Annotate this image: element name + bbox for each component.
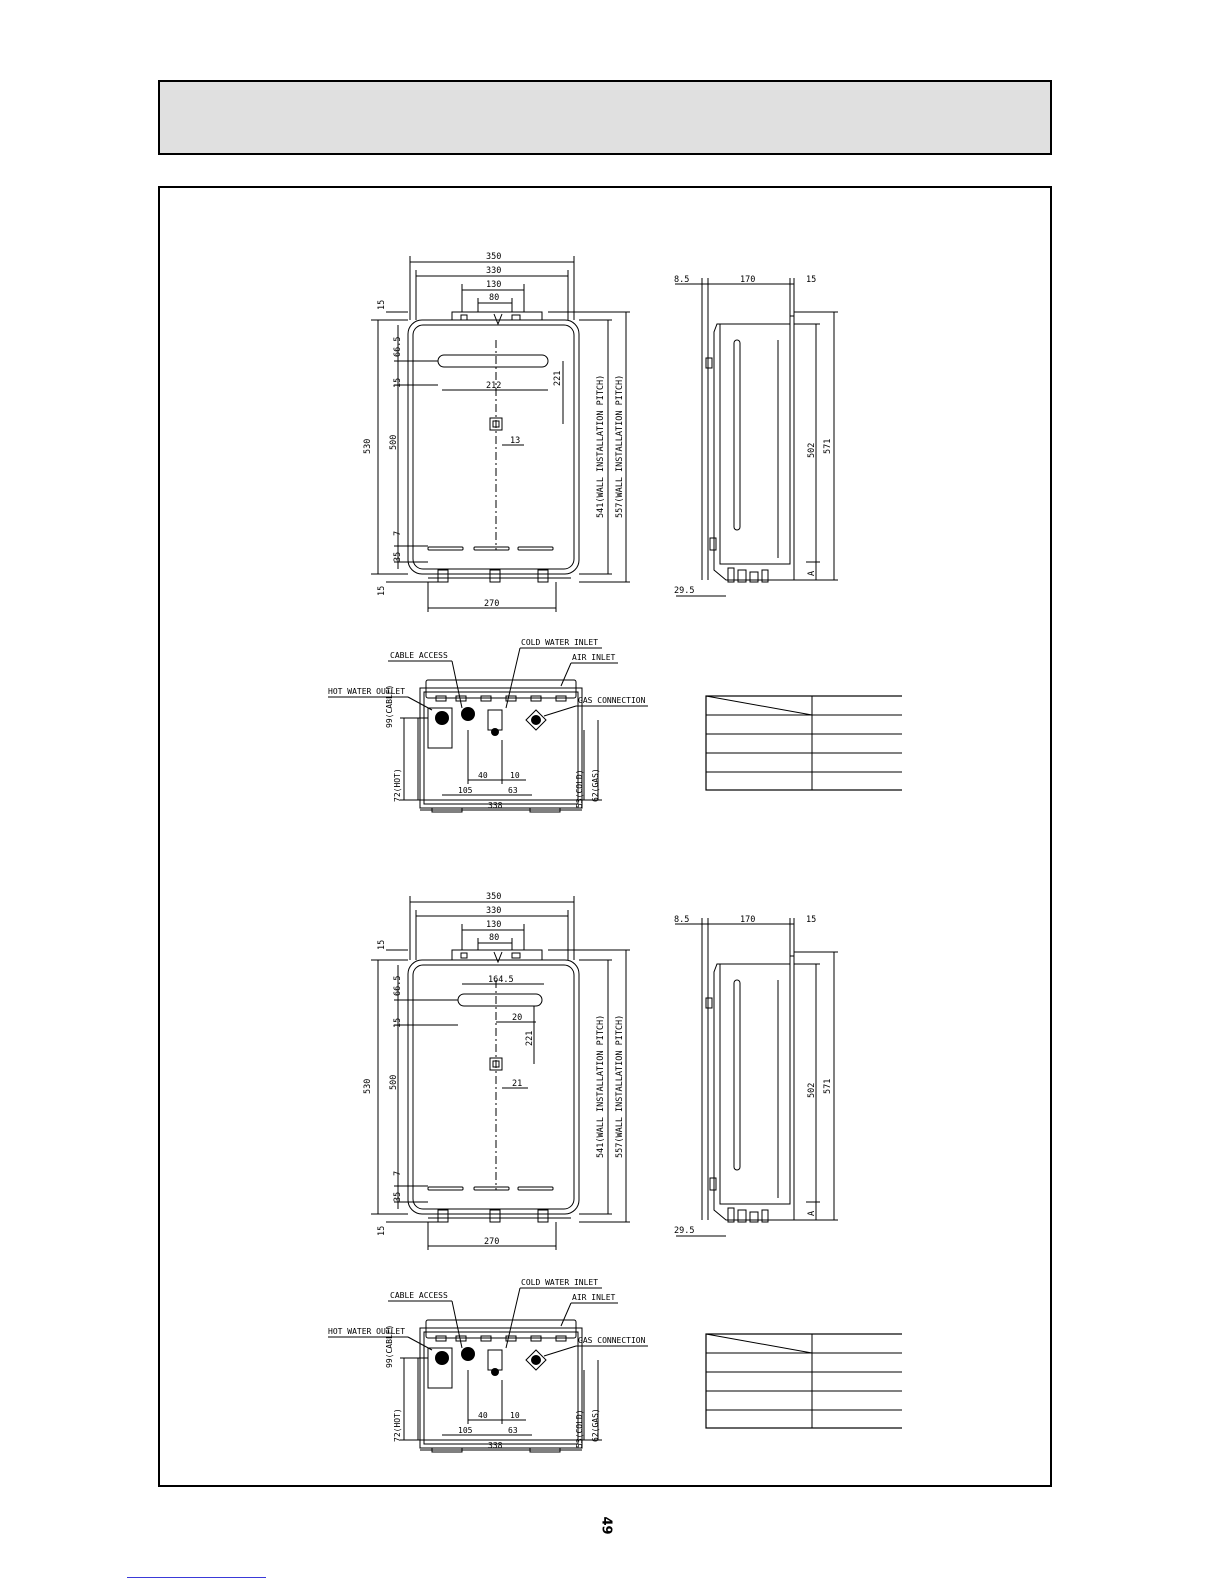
label-cold-water-inlet: COLD WATER INLET	[521, 1278, 598, 1287]
side-dim-170: 170	[740, 915, 755, 925]
side-view: 8.5 170 15 502 571 A 29.5	[674, 275, 838, 597]
dim-15-mid: 15	[393, 1018, 403, 1028]
dimension-table	[705, 695, 902, 791]
dim-53-cold: 53(COLD)	[575, 769, 584, 808]
dim-80: 80	[489, 933, 499, 943]
dim-500: 500	[389, 1075, 399, 1090]
side-view: 8.5 170 15 502 571 A 29.5	[674, 915, 838, 1237]
side-dim-571: 571	[823, 1079, 833, 1094]
dim-20: 20	[512, 1013, 522, 1023]
dim-40: 40	[478, 771, 488, 780]
front-view: 350 330 130 80 15 66.5 15 530 500 7 35 1…	[363, 252, 630, 612]
dim-53-cold: 53(COLD)	[575, 1409, 584, 1448]
bottom-view: CABLE ACCESS COLD WATER INLET AIR INLET …	[328, 638, 648, 813]
dim-13: 13	[510, 436, 520, 446]
dim-10: 10	[510, 771, 520, 780]
side-dim-170: 170	[740, 275, 755, 285]
bottom-view: CABLE ACCESS COLD WATER INLET AIR INLET …	[328, 1278, 648, 1453]
dim-330: 330	[486, 266, 501, 276]
dim-15-top: 15	[377, 940, 387, 950]
side-dim-8-5: 8.5	[674, 275, 689, 285]
dim-10: 10	[510, 1411, 520, 1420]
dim-221: 221	[553, 371, 563, 386]
label-cold-water-inlet: COLD WATER INLET	[521, 638, 598, 647]
pitch-557: 557(WALL INSTALLATION PITCH)	[615, 375, 625, 518]
label-air-inlet: AIR INLET	[572, 1293, 616, 1302]
dim-130: 130	[486, 280, 501, 290]
dim-105: 105	[458, 1426, 473, 1435]
side-dim-15: 15	[806, 275, 816, 285]
dim-63: 63	[508, 1426, 518, 1435]
dim-164-5: 164.5	[488, 975, 514, 985]
pitch-541: 541(WALL INSTALLATION PITCH)	[596, 375, 606, 518]
dim-72-hot: 72(HOT)	[393, 768, 402, 802]
page-number: 49	[598, 1516, 614, 1535]
label-cable-access: CABLE ACCESS	[390, 1291, 448, 1300]
dim-15-bottom: 15	[377, 1226, 387, 1236]
dim-15-top: 15	[377, 300, 387, 310]
dim-7: 7	[393, 1171, 403, 1176]
side-dim-502: 502	[807, 1083, 817, 1098]
dim-212: 212	[486, 381, 501, 391]
dim-270: 270	[484, 1237, 499, 1247]
label-cable-access: CABLE ACCESS	[390, 651, 448, 660]
label-air-inlet: AIR INLET	[572, 653, 616, 662]
label-hot-water-outlet: HOT WATER OUTLET	[328, 687, 405, 696]
dim-62-gas: 62(GAS)	[591, 1408, 600, 1442]
dim-530: 530	[363, 1079, 373, 1094]
dim-221: 221	[525, 1031, 535, 1046]
drawing-frame	[158, 186, 1052, 1487]
side-dim-8-5: 8.5	[674, 915, 689, 925]
dim-35: 35	[393, 1192, 403, 1202]
dim-338: 338	[488, 1441, 503, 1450]
label-gas-connection: GAS CONNECTION	[578, 1336, 646, 1345]
dim-72-hot: 72(HOT)	[393, 1408, 402, 1442]
dim-21: 21	[512, 1079, 522, 1089]
footer-link-underline[interactable]	[127, 1577, 266, 1578]
pitch-541: 541(WALL INSTALLATION PITCH)	[596, 1015, 606, 1158]
dim-62-gas: 62(GAS)	[591, 768, 600, 802]
dimension-drawing-2: 350 330 130 80 15 66.5 15 530 500 7 35 1…	[328, 892, 902, 1453]
dim-338: 338	[488, 801, 503, 810]
label-hot-water-outlet: HOT WATER OUTLET	[328, 1327, 405, 1336]
dim-35: 35	[393, 552, 403, 562]
dim-530: 530	[363, 439, 373, 454]
dim-350: 350	[486, 252, 501, 262]
dimension-drawing-1: 350 330 130 80 15 66.5 15 530 500 7 35 1…	[328, 252, 902, 813]
side-dim-15: 15	[806, 915, 816, 925]
dim-7: 7	[393, 531, 403, 536]
label-gas-connection: GAS CONNECTION	[578, 696, 646, 705]
pitch-557: 557(WALL INSTALLATION PITCH)	[615, 1015, 625, 1158]
dim-105: 105	[458, 786, 473, 795]
dim-270: 270	[484, 599, 499, 609]
dim-500: 500	[389, 435, 399, 450]
side-dim-a: A	[807, 1211, 817, 1216]
side-dim-a: A	[807, 571, 817, 576]
side-dim-29-5: 29.5	[674, 586, 694, 596]
dim-99-cable: 99(CABLE)	[385, 685, 394, 728]
dim-40: 40	[478, 1411, 488, 1420]
dimension-table	[705, 1333, 902, 1429]
side-dim-502: 502	[807, 443, 817, 458]
dim-330: 330	[486, 906, 501, 916]
dim-66-5: 66.5	[393, 337, 403, 357]
front-view: 350 330 130 80 15 66.5 15 530 500 7 35 1…	[363, 892, 630, 1250]
side-dim-571: 571	[823, 439, 833, 454]
dim-15-mid: 15	[393, 378, 403, 388]
dim-63: 63	[508, 786, 518, 795]
side-dim-29-5: 29.5	[674, 1226, 694, 1236]
dim-350: 350	[486, 892, 501, 902]
dim-99-cable: 99(CABLE)	[385, 1325, 394, 1368]
dim-80: 80	[489, 293, 499, 303]
dim-130: 130	[486, 920, 501, 930]
header-bar	[158, 80, 1052, 155]
dim-15-bottom: 15	[377, 586, 387, 596]
dim-66-5: 66.5	[393, 976, 403, 996]
